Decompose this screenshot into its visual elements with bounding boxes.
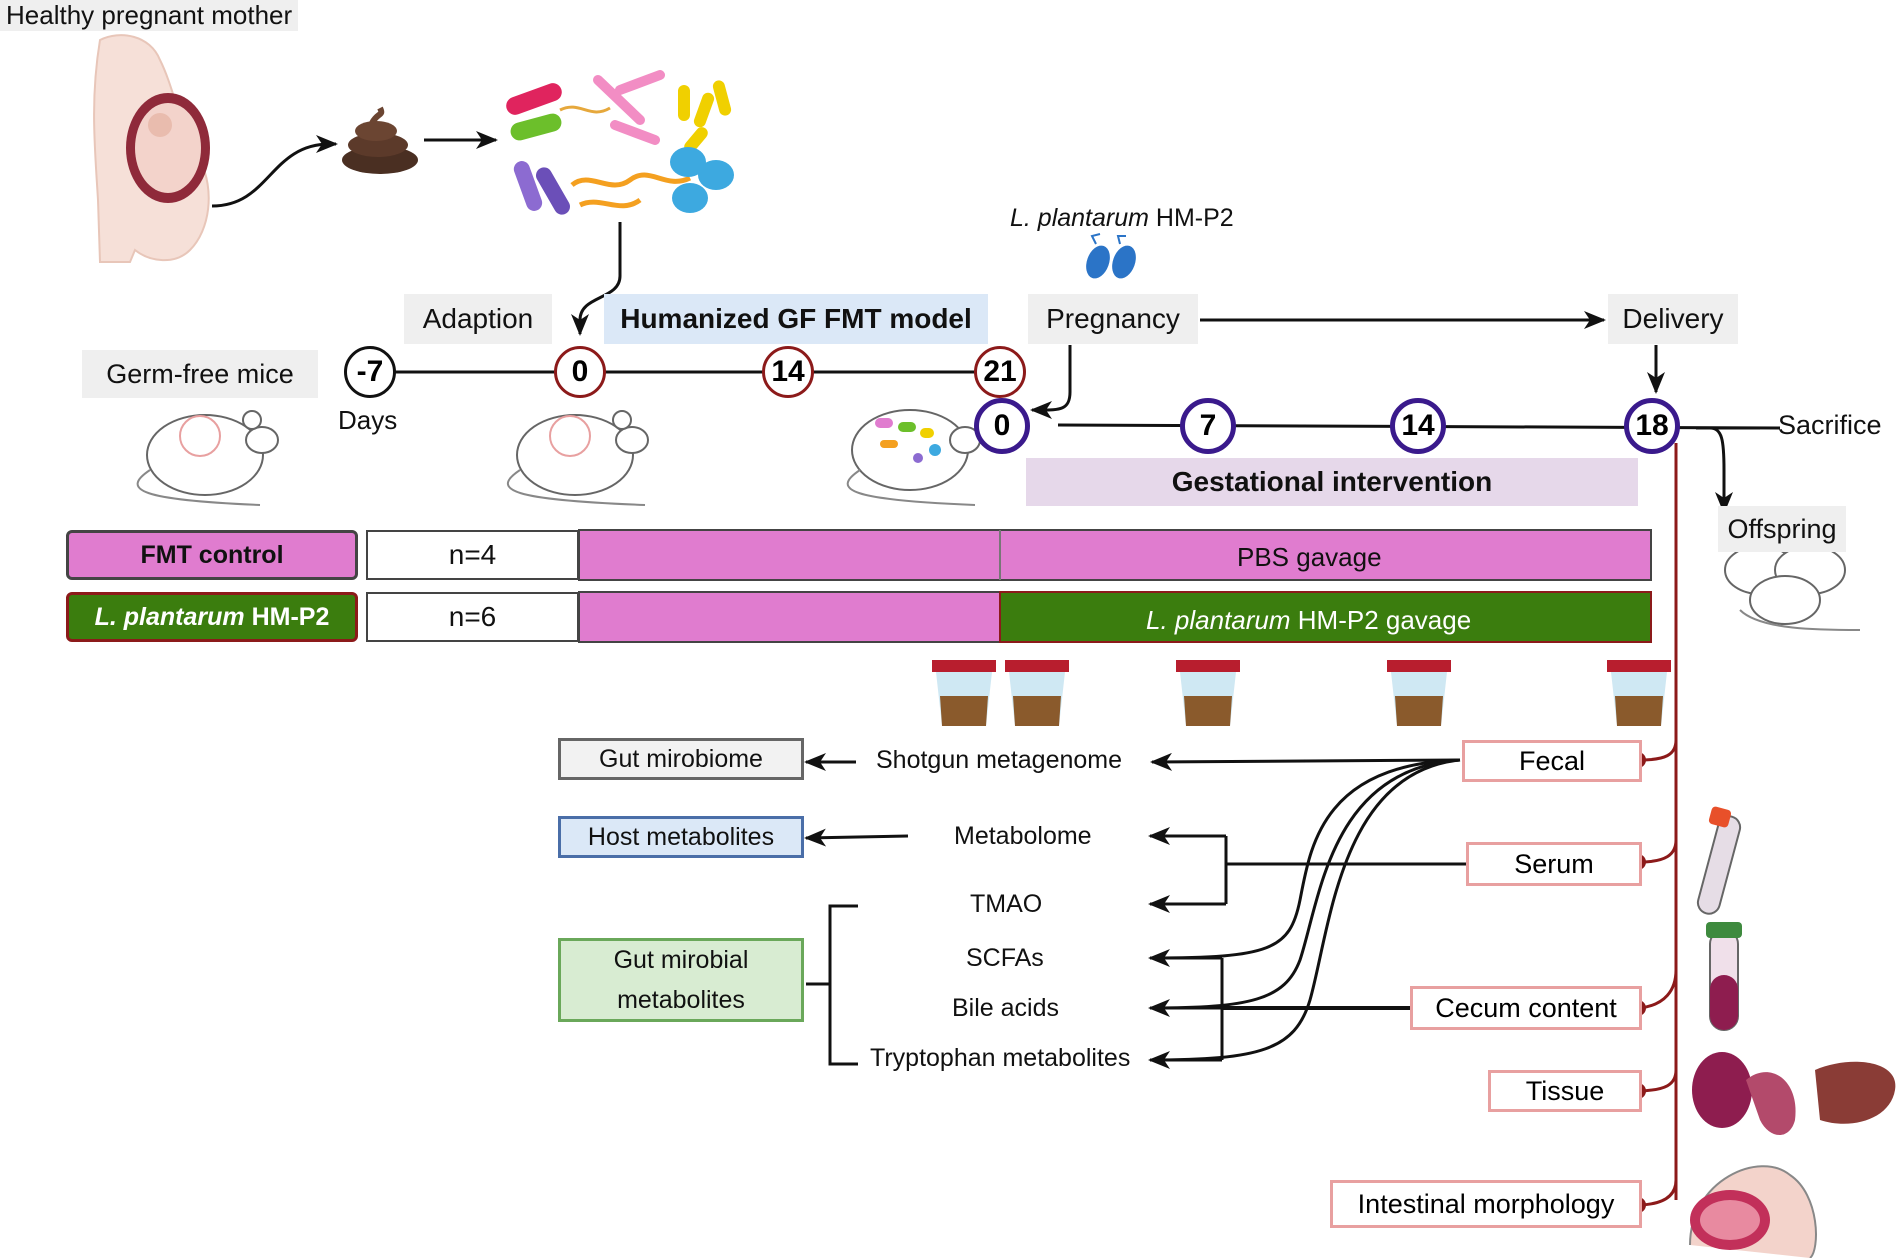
arrow-pregnancy-to-day0	[1030, 345, 1072, 419]
gest-day-7-node: 7	[1180, 398, 1236, 454]
host-metabolites-box: Host metabolites	[558, 816, 804, 858]
tmao-label: TMAO	[970, 890, 1043, 918]
humanized-mouse-icon	[846, 409, 981, 506]
hm-p2-gavage-bar	[999, 591, 1652, 643]
cecum-tube-icon	[1706, 922, 1742, 1031]
gut-microbial-metabolites-box: Gut mirobial metabolites	[558, 938, 804, 1022]
organs-icon	[1692, 1052, 1896, 1135]
day-21-node: 21	[974, 346, 1026, 398]
lplantarum-gavage-strain: HM-P2 gavage	[1297, 605, 1472, 635]
lplantarum-gavage-italic: L. plantarum	[1146, 605, 1291, 635]
arrow-metabolome-to-host	[804, 828, 909, 847]
sacrifice-label: Sacrifice	[1778, 410, 1882, 440]
gut-microbiome-box: Gut mirobiome	[558, 738, 804, 780]
intestinal-morphology-sample-box: Intestinal morphology	[1330, 1180, 1642, 1228]
scfas-label: SCFAs	[966, 944, 1044, 972]
blood-tube-icon	[1696, 806, 1742, 915]
arrow-fecal-to-shotgun	[1150, 752, 1461, 771]
lplantarum-bacteria-icon	[1086, 233, 1136, 279]
bacteria-icon	[506, 70, 734, 215]
stool-icon	[342, 106, 418, 174]
pbs-gavage-label: PBS gavage	[1237, 542, 1382, 572]
humanized-model-label: Humanized GF FMT model	[604, 294, 988, 344]
gest-day-18-node: 18	[1624, 398, 1680, 454]
lplantarum-label: L. plantarum HM-P2	[1010, 204, 1234, 233]
fecal-sample-box: Fecal	[1462, 740, 1642, 782]
pregnancy-label: Pregnancy	[1028, 294, 1198, 344]
arrow-mother-to-stool	[211, 135, 338, 208]
tissue-sample-box: Tissue	[1488, 1070, 1642, 1112]
bile-acids-label: Bile acids	[952, 994, 1059, 1022]
arrow-bacteria-to-mice	[571, 222, 622, 336]
group-lplantarum-italic: L. plantarum	[94, 602, 245, 631]
delivery-label: Delivery	[1608, 294, 1738, 344]
gestational-intervention-label: Gestational intervention	[1026, 458, 1638, 506]
hm-p2-fmt-bar	[578, 591, 1001, 643]
day-0-node: 0	[554, 346, 606, 398]
fecal-sample-cups-icon	[932, 660, 1671, 726]
germ-free-mice-label: Germ-free mice	[82, 350, 318, 398]
group-lplantarum-n: n=6	[366, 592, 579, 642]
group-lplantarum: L. plantarum HM-P2	[66, 592, 358, 642]
fmt-control-bar	[578, 529, 1652, 581]
gut-microbial-metabolites-line2: metabolites	[617, 986, 745, 1014]
tryptophan-metabolites-label: Tryptophan metabolites	[870, 1044, 1131, 1072]
adaption-label: Adaption	[404, 294, 552, 344]
group-fmt-control: FMT control	[66, 530, 358, 580]
gest-day-14-node: 14	[1390, 398, 1446, 454]
gest-day-0-node: 0	[974, 398, 1030, 454]
lplantarum-strain: HM-P2	[1155, 204, 1234, 232]
lplantarum-gavage-label: L. plantarum HM-P2 gavage	[1146, 605, 1471, 636]
lplantarum-italic: L. plantarum	[1010, 204, 1149, 232]
serum-sample-box: Serum	[1466, 842, 1642, 886]
group-fmt-control-n: n=4	[366, 530, 579, 580]
pregnant-mother-icon	[93, 34, 210, 263]
germ-free-mouse-icon-1	[136, 410, 279, 506]
offspring-mice-icon	[1724, 545, 1861, 631]
shotgun-metagenome-label: Shotgun metagenome	[876, 746, 1123, 774]
germ-free-mouse-icon-2	[507, 410, 649, 506]
metabolome-label: Metabolome	[954, 822, 1092, 850]
intestine-icon	[1689, 1165, 1817, 1258]
offspring-label: Offspring	[1718, 506, 1846, 552]
day-14-node: 14	[762, 346, 814, 398]
gut-microbial-metabolites-line1: Gut mirobial	[613, 946, 749, 974]
day-minus7-node: -7	[344, 346, 396, 398]
arrow-to-offspring	[1709, 426, 1733, 514]
days-label: Days	[338, 405, 398, 435]
group-lplantarum-strain: HM-P2	[251, 602, 330, 631]
healthy-mother-label: Healthy pregnant mother	[0, 0, 299, 31]
cecum-content-sample-box: Cecum content	[1410, 986, 1642, 1030]
